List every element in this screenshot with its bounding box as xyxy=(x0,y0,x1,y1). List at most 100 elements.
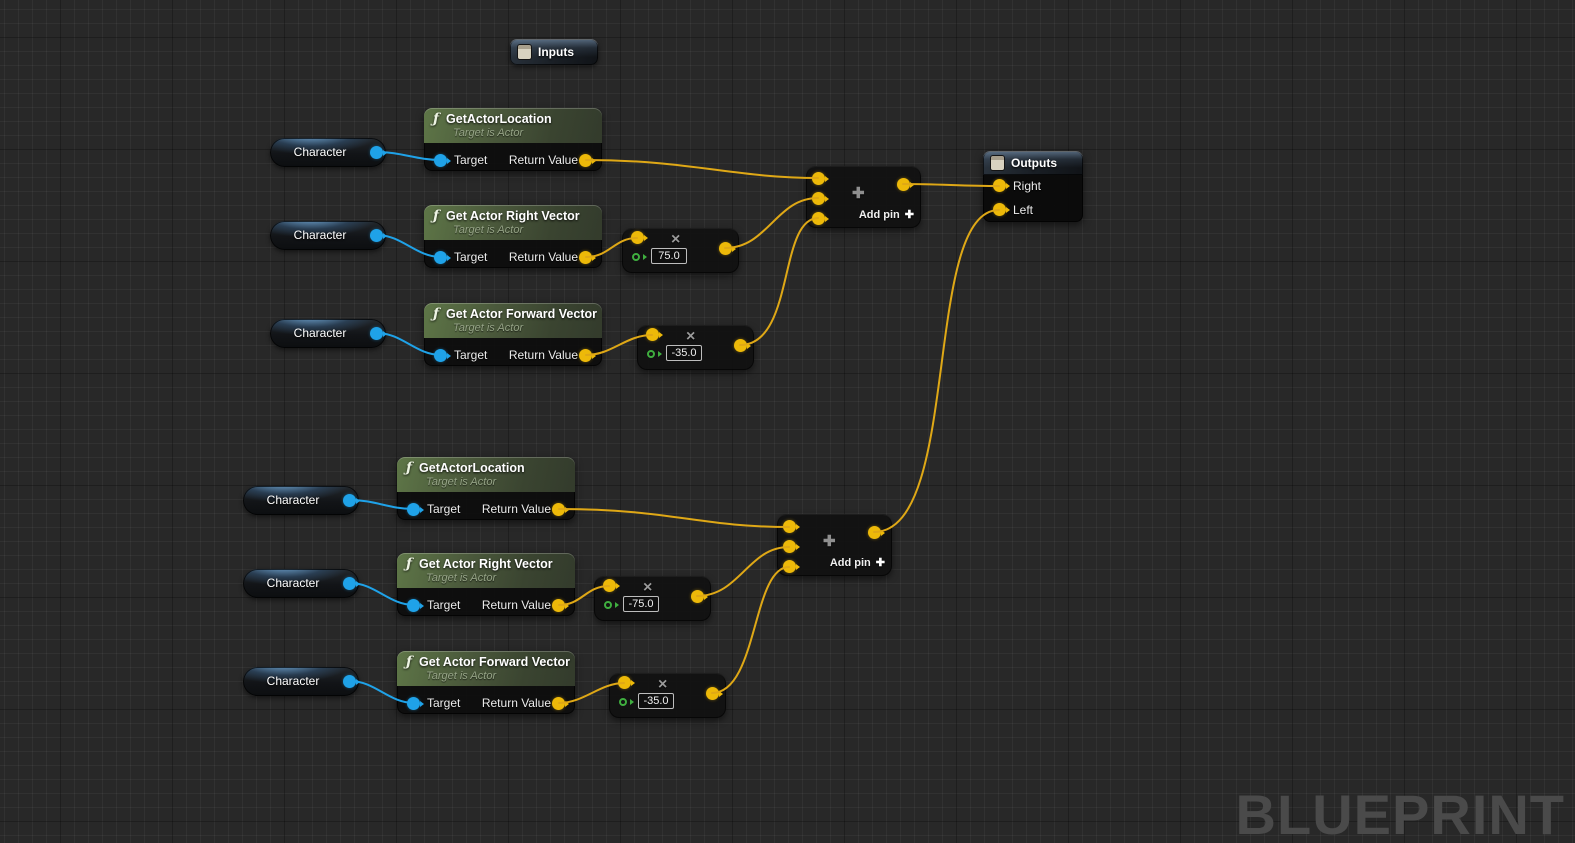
multiply-node[interactable]: × xyxy=(594,576,711,621)
function-node-get-actor-right-vector[interactable]: ƒ Get Actor Right Vector Target is Actor… xyxy=(397,553,575,616)
multiply-icon: × xyxy=(658,676,668,693)
output-pin-left-label: Left xyxy=(1013,203,1034,217)
add-input-pin[interactable] xyxy=(783,560,796,573)
variable-node-character[interactable]: Character xyxy=(243,667,359,696)
multiply-icon: × xyxy=(686,328,696,345)
return-value-output-pin[interactable] xyxy=(552,599,565,612)
vector-input-pin[interactable] xyxy=(646,328,659,341)
output-pin-left[interactable] xyxy=(993,203,1006,216)
function-icon: ƒ xyxy=(433,306,440,322)
function-node-get-actor-right-vector[interactable]: ƒ Get Actor Right Vector Target is Actor… xyxy=(424,205,602,268)
tunnel-header: Outputs xyxy=(983,151,1083,175)
function-node-getactorlocation[interactable]: ƒ GetActorLocation Target is Actor Targe… xyxy=(424,108,602,171)
function-title: Get Actor Forward Vector xyxy=(419,655,570,669)
multiply-node[interactable]: × xyxy=(637,325,754,370)
target-pin-label: Target xyxy=(454,348,488,362)
target-input-pin[interactable] xyxy=(407,503,420,516)
vector-input-pin[interactable] xyxy=(618,676,631,689)
function-node-header: ƒ Get Actor Right Vector Target is Actor xyxy=(397,553,575,588)
variable-output-pin[interactable] xyxy=(343,675,356,688)
function-subtitle: Target is Actor xyxy=(426,476,497,488)
variable-label: Character xyxy=(266,576,320,590)
variable-label: Character xyxy=(266,674,320,688)
multiply-icon: × xyxy=(643,579,653,596)
add-input-pin[interactable] xyxy=(783,540,796,553)
add-pin-button[interactable]: Add pin ✚ xyxy=(859,208,914,222)
add-input-pin[interactable] xyxy=(812,212,825,225)
float-input-pin[interactable] xyxy=(619,698,627,706)
variable-node-character[interactable]: Character xyxy=(243,569,359,598)
variable-node-character[interactable]: Character xyxy=(270,138,386,167)
add-output-pin[interactable] xyxy=(868,526,881,539)
vector-input-pin[interactable] xyxy=(631,231,644,244)
add-pin-label: Add pin xyxy=(829,556,871,569)
return-value-output-pin[interactable] xyxy=(552,503,565,516)
plus-icon: ✚ xyxy=(875,557,885,569)
float-input-pin[interactable] xyxy=(604,601,612,609)
variable-node-character[interactable]: Character xyxy=(243,486,359,515)
vector-output-pin[interactable] xyxy=(734,339,747,352)
target-input-pin[interactable] xyxy=(434,251,447,264)
float-value-input[interactable] xyxy=(638,693,674,709)
float-input-pin[interactable] xyxy=(632,253,640,261)
vector-output-pin[interactable] xyxy=(706,687,719,700)
multiply-node[interactable]: × xyxy=(609,673,726,718)
wire-add-to-output-left[interactable] xyxy=(873,209,1000,533)
target-pin-label: Target xyxy=(427,696,461,710)
vector-output-pin[interactable] xyxy=(691,590,704,603)
function-icon: ƒ xyxy=(406,654,413,670)
function-title: Get Actor Right Vector xyxy=(419,557,553,571)
return-value-pin-label: Return Value xyxy=(508,348,578,362)
tunnel-node-outputs[interactable]: Outputs Right Left xyxy=(983,151,1083,222)
add-input-pin[interactable] xyxy=(812,192,825,205)
function-title: Get Actor Right Vector xyxy=(446,209,580,223)
return-value-pin-label: Return Value xyxy=(481,696,551,710)
float-input-pin[interactable] xyxy=(647,350,655,358)
return-value-output-pin[interactable] xyxy=(579,349,592,362)
wire-location-to-add[interactable] xyxy=(585,159,819,179)
add-node[interactable]: ✚ Add pin ✚ xyxy=(777,514,892,576)
output-pin-right[interactable] xyxy=(993,179,1006,192)
multiply-node[interactable]: × xyxy=(622,228,739,273)
variable-output-pin[interactable] xyxy=(370,146,383,159)
return-value-output-pin[interactable] xyxy=(579,154,592,167)
variable-label: Character xyxy=(266,493,320,507)
variable-node-character[interactable]: Character xyxy=(270,221,386,250)
vector-input-pin[interactable] xyxy=(603,579,616,592)
function-node-getactorlocation[interactable]: ƒ GetActorLocation Target is Actor Targe… xyxy=(397,457,575,520)
variable-output-pin[interactable] xyxy=(370,327,383,340)
add-input-pin[interactable] xyxy=(783,520,796,533)
target-input-pin[interactable] xyxy=(434,154,447,167)
return-value-output-pin[interactable] xyxy=(552,697,565,710)
variable-output-pin[interactable] xyxy=(343,577,356,590)
add-node[interactable]: ✚ Add pin ✚ xyxy=(806,166,921,228)
add-input-pin[interactable] xyxy=(812,172,825,185)
target-input-pin[interactable] xyxy=(407,697,420,710)
add-output-pin[interactable] xyxy=(897,178,910,191)
variable-output-pin[interactable] xyxy=(370,229,383,242)
float-value-input[interactable] xyxy=(651,248,687,264)
add-icon: ✚ xyxy=(823,533,836,550)
function-node-get-actor-forward-vector[interactable]: ƒ Get Actor Forward Vector Target is Act… xyxy=(397,651,575,714)
return-value-output-pin[interactable] xyxy=(579,251,592,264)
target-input-pin[interactable] xyxy=(407,599,420,612)
wire-multiply-to-add[interactable] xyxy=(739,217,819,346)
variable-output-pin[interactable] xyxy=(343,494,356,507)
variable-node-character[interactable]: Character xyxy=(270,319,386,348)
function-node-get-actor-forward-vector[interactable]: ƒ Get Actor Forward Vector Target is Act… xyxy=(424,303,602,366)
return-value-pin-label: Return Value xyxy=(508,250,578,264)
wire-location-to-add[interactable] xyxy=(558,508,790,528)
variable-label: Character xyxy=(293,326,347,340)
tunnel-node-inputs[interactable]: Inputs xyxy=(510,39,598,65)
target-input-pin[interactable] xyxy=(434,349,447,362)
return-value-pin-label: Return Value xyxy=(481,502,551,516)
function-icon: ƒ xyxy=(406,460,413,476)
float-value-input[interactable] xyxy=(666,345,702,361)
function-title: Get Actor Forward Vector xyxy=(446,307,597,321)
function-subtitle: Target is Actor xyxy=(453,322,524,334)
vector-output-pin[interactable] xyxy=(719,242,732,255)
float-value-input[interactable] xyxy=(623,596,659,612)
wire-multiply-to-add[interactable] xyxy=(711,566,790,694)
add-pin-button[interactable]: Add pin ✚ xyxy=(829,556,885,570)
